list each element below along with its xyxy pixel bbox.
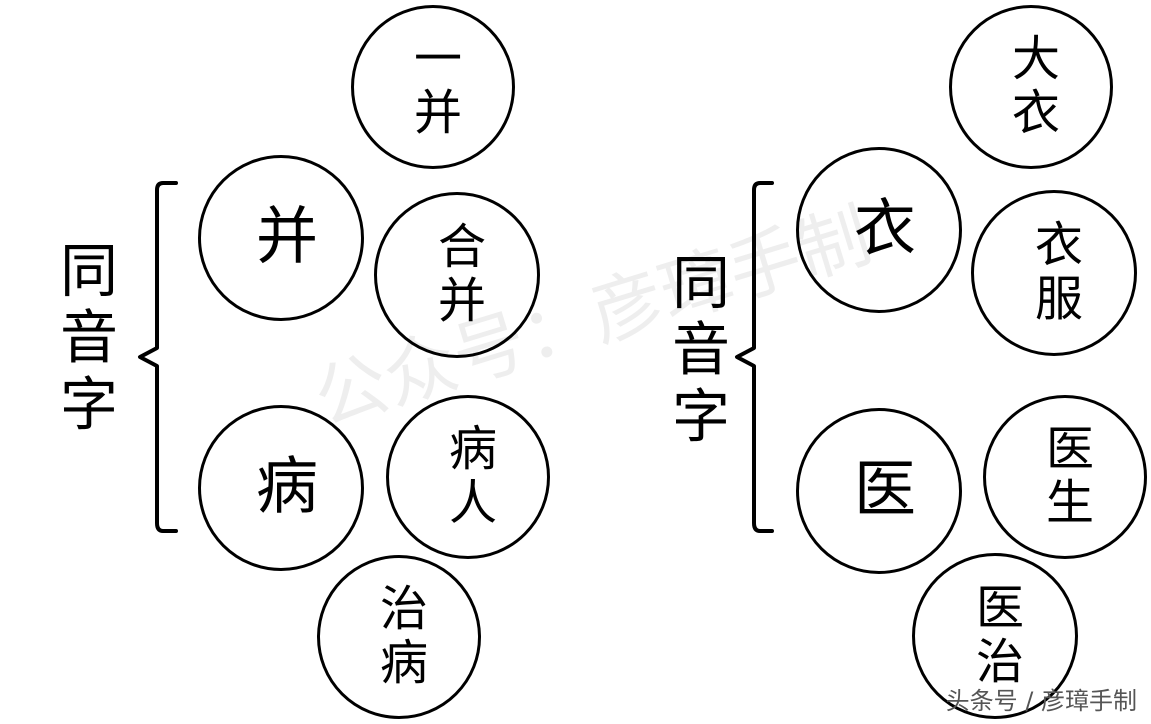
right-group-label: 同音字 bbox=[662, 252, 730, 453]
right-circle-word-1-text: 衣服 bbox=[1026, 219, 1082, 327]
right-circle-bottom: 医治 bbox=[912, 553, 1078, 719]
right-circle-word-2-text: 医生 bbox=[1037, 423, 1093, 531]
right-circle-top-text: 大衣 bbox=[1003, 33, 1059, 141]
right-circle-word-1: 衣服 bbox=[971, 190, 1137, 356]
right-circle-top: 大衣 bbox=[949, 5, 1113, 169]
left-circle-top-text: 一并 bbox=[405, 33, 461, 141]
left-circle-bottom-text: 治病 bbox=[371, 583, 427, 691]
right-circle-main-2-text: 医 bbox=[843, 456, 916, 526]
left-circle-main-1: 并 bbox=[198, 155, 364, 321]
left-circle-main-1-text: 并 bbox=[245, 203, 318, 273]
right-circle-bottom-text: 医治 bbox=[967, 582, 1023, 690]
left-circle-word-1-text: 合并 bbox=[429, 221, 485, 329]
right-circle-word-2: 医生 bbox=[983, 395, 1147, 559]
right-circle-main-2: 医 bbox=[796, 408, 962, 574]
left-circle-word-2-text: 病人 bbox=[440, 423, 496, 531]
left-circle-main-2: 病 bbox=[198, 405, 364, 571]
right-circle-main-1-text: 衣 bbox=[843, 195, 916, 265]
left-group-label: 同音字 bbox=[50, 240, 118, 441]
credit-text: 头条号 / 彦璋手制 bbox=[945, 687, 1137, 715]
right-circle-main-1: 衣 bbox=[796, 147, 962, 313]
left-bracket bbox=[138, 181, 178, 533]
right-bracket bbox=[735, 181, 774, 533]
left-circle-top: 一并 bbox=[351, 5, 515, 169]
left-circle-main-2-text: 病 bbox=[245, 453, 318, 523]
left-circle-word-2: 病人 bbox=[386, 395, 550, 559]
left-circle-bottom: 治病 bbox=[317, 555, 481, 719]
left-circle-word-1: 合并 bbox=[374, 192, 540, 358]
